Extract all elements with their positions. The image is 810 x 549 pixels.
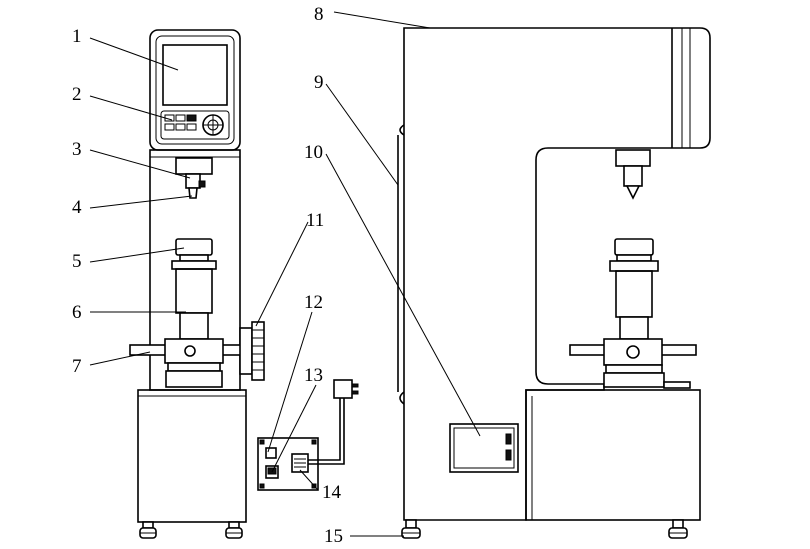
side-feet <box>401 519 688 539</box>
callout-14: 14 <box>322 482 342 503</box>
callout-15: 15 <box>324 526 343 547</box>
front-base <box>137 389 247 523</box>
lifting-screw <box>175 268 213 314</box>
front-feet <box>139 521 243 539</box>
leader-lines <box>89 11 481 537</box>
indenter-holder <box>175 157 213 175</box>
side-handwheel <box>239 321 265 381</box>
printer <box>449 423 519 473</box>
hand-wheel-hub <box>164 338 224 364</box>
power-switch <box>265 447 277 459</box>
power-cable <box>308 396 341 461</box>
side-hub <box>603 338 663 366</box>
callout-9: 9 <box>314 72 324 93</box>
indenter-shaft <box>185 173 201 189</box>
callout-6: 6 <box>72 302 82 323</box>
callout-12: 12 <box>304 292 323 313</box>
side-base <box>525 389 701 521</box>
side-view <box>397 27 711 539</box>
callout-10: 10 <box>304 142 323 163</box>
lower-bracket <box>399 391 405 405</box>
callout-4: 4 <box>72 197 82 218</box>
side-indenter-tip <box>625 185 641 200</box>
callout-3: 3 <box>72 139 82 160</box>
frame-body <box>403 27 711 521</box>
callout-8: 8 <box>314 4 324 25</box>
power-plug <box>333 379 353 399</box>
indenter-tip <box>188 187 198 199</box>
anvil <box>175 238 213 256</box>
side-lifting-screw <box>615 270 653 318</box>
upper-bracket <box>399 124 405 136</box>
callout-7: 7 <box>72 356 82 377</box>
front-view <box>129 29 265 539</box>
control-box-body <box>257 437 319 491</box>
callout-labels: 1 2 3 4 5 6 7 8 9 10 11 12 13 14 15 <box>72 4 343 547</box>
callout-1: 1 <box>72 26 82 47</box>
callout-13: 13 <box>304 365 323 386</box>
callout-5: 5 <box>72 251 82 272</box>
control-panel-bezel <box>155 35 235 145</box>
side-indenter-holder <box>615 149 651 167</box>
keypad <box>160 110 230 140</box>
side-anvil <box>614 238 654 256</box>
control-box <box>257 379 359 491</box>
callout-2: 2 <box>72 84 82 105</box>
callout-11: 11 <box>306 210 324 231</box>
display-screen <box>162 44 228 106</box>
